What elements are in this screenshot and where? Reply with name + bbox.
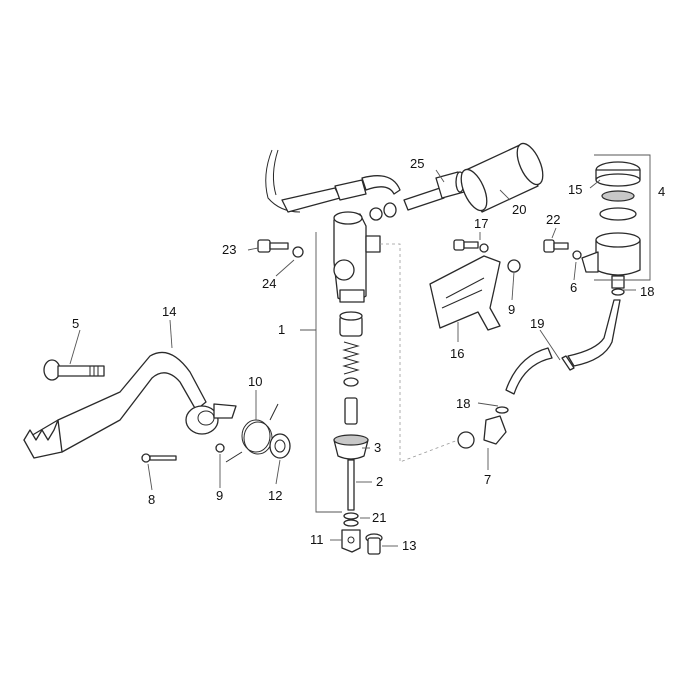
- callout-12: 12: [268, 488, 282, 503]
- callout-16: 16: [450, 346, 464, 361]
- callout-13: 13: [402, 538, 416, 553]
- callout-24: 24: [262, 276, 276, 291]
- elbow-fitting: [457, 406, 509, 449]
- pedal-bolt: [43, 359, 105, 381]
- piston: [339, 311, 363, 337]
- reservoir-cap: [595, 161, 641, 221]
- pin-8: [141, 453, 177, 463]
- hose-route-line: [380, 243, 459, 463]
- callout-3: 3: [374, 440, 381, 455]
- callout-25: 25: [410, 156, 424, 171]
- callout-15: 15: [568, 182, 582, 197]
- heat-guard: [429, 255, 501, 331]
- callout-19: 19: [530, 316, 544, 331]
- screw-22: [543, 239, 582, 260]
- screw-23: [257, 239, 304, 258]
- washer-9-left: [215, 443, 225, 453]
- callout-17: 17: [474, 216, 488, 231]
- callout-5: 5: [72, 316, 79, 331]
- master-cylinder-body: [333, 202, 397, 303]
- spring: [342, 341, 360, 425]
- brake-pedal: [23, 351, 237, 459]
- callout-18-top: 18: [640, 284, 654, 299]
- callout-21: 21: [372, 510, 386, 525]
- nut-9-right: [507, 259, 521, 273]
- leader-lines: [69, 169, 636, 547]
- assembly-4-bracket: [594, 154, 651, 281]
- callout-10: 10: [248, 374, 262, 389]
- reservoir-body: [581, 232, 641, 289]
- callout-20: 20: [512, 202, 526, 217]
- callout-22: 22: [546, 212, 560, 227]
- push-rod: [343, 459, 359, 527]
- callout-2: 2: [376, 474, 383, 489]
- callout-14: 14: [162, 304, 176, 319]
- clevis: [341, 529, 361, 553]
- callout-1: 1: [278, 322, 285, 337]
- callout-4: 4: [658, 184, 665, 199]
- boot-seal: [333, 434, 369, 460]
- callout-18-mid: 18: [456, 396, 470, 411]
- callout-11: 11: [310, 532, 324, 547]
- callout-6: 6: [570, 280, 577, 295]
- callout-9-left: 9: [216, 488, 223, 503]
- banjo-bolt: [403, 171, 465, 211]
- clevis-pin: [365, 533, 383, 555]
- callout-9-right: 9: [508, 302, 515, 317]
- assembly-1-bracket: [300, 329, 342, 513]
- callout-23: 23: [222, 242, 236, 257]
- brake-hose-top: [265, 149, 401, 213]
- callout-7: 7: [484, 472, 491, 487]
- callout-labels: 25 20 15 4 17 22 23 24 6 18 9 1 16 19 18…: [72, 156, 665, 553]
- reservoir-hose: [505, 288, 625, 395]
- hose-protector-sleeve: [460, 142, 544, 213]
- bushing-12: [269, 433, 291, 459]
- callout-8: 8: [148, 492, 155, 507]
- screw-17: [453, 239, 489, 253]
